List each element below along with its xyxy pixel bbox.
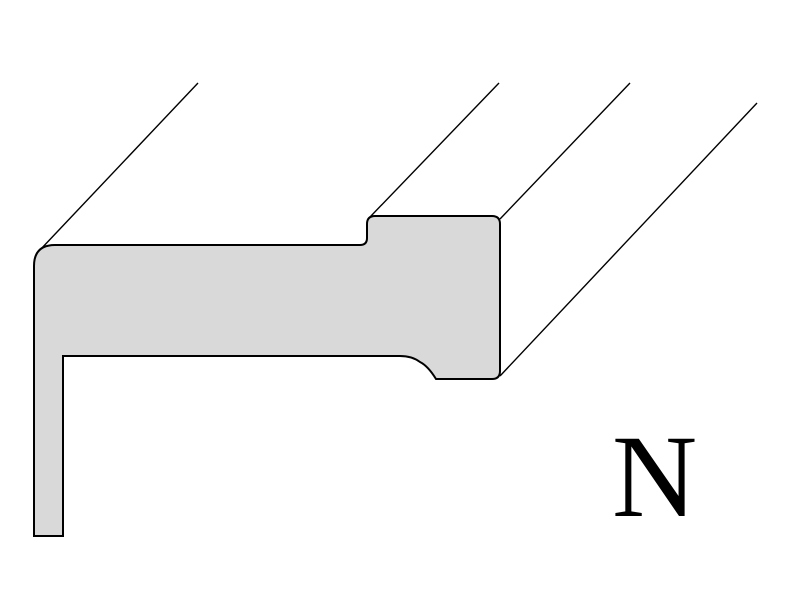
profile-cross-section	[33, 215, 501, 537]
profile-letter-label: N	[612, 411, 698, 542]
edge-line-left	[39, 82, 199, 251]
edge-line-top-right	[499, 82, 631, 220]
edge-line-step	[369, 82, 500, 218]
edge-line-bottom-right	[499, 102, 758, 377]
